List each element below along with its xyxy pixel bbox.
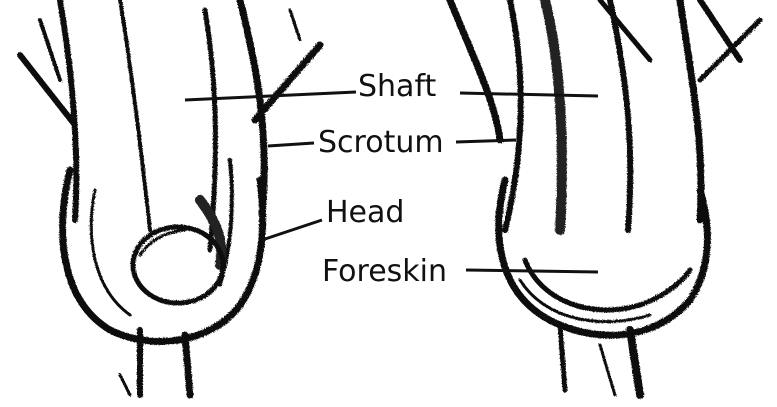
scrotum-leader <box>268 143 314 146</box>
label-foreskin: Foreskin <box>322 255 447 289</box>
foreskin-leader <box>466 270 598 272</box>
label-shaft: Shaft <box>358 70 436 104</box>
head-leader <box>262 220 322 240</box>
label-head: Head <box>326 196 404 230</box>
label-scrotum: Scrotum <box>318 126 444 160</box>
scrotum-leader-right <box>456 140 516 142</box>
right-figure-drawing <box>450 0 760 395</box>
left-figure-drawing <box>20 0 320 395</box>
leader-lines <box>185 92 598 272</box>
shaft-leader-right <box>460 93 598 96</box>
